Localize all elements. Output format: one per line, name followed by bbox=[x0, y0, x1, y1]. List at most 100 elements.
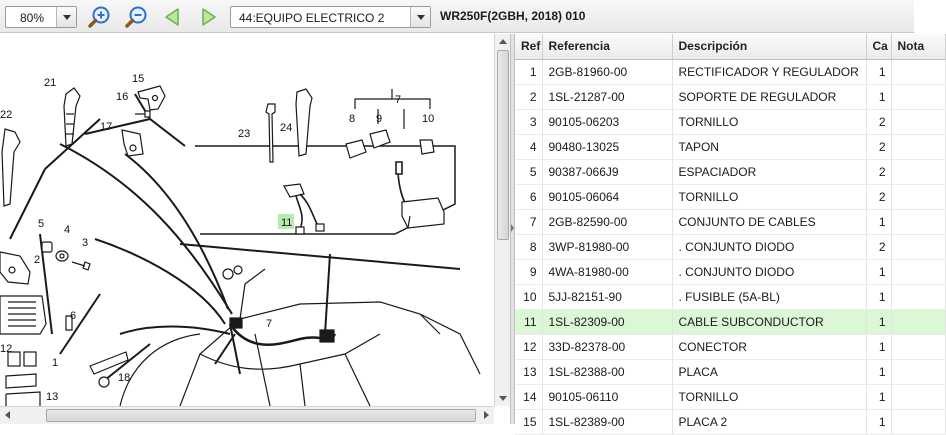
diagram-vertical-scrollbar[interactable] bbox=[494, 34, 510, 406]
column-header-description[interactable]: Descripción bbox=[672, 34, 867, 60]
row-part-number: 3WP-81980-00 bbox=[542, 234, 673, 260]
row-part-number: 1SL-82309-00 bbox=[542, 309, 673, 335]
callout-15[interactable]: 15 bbox=[132, 73, 144, 85]
row-description: TORNILLO bbox=[672, 384, 867, 410]
row-notes bbox=[891, 109, 946, 135]
scroll-right-icon[interactable] bbox=[478, 407, 494, 423]
chevron-down-icon[interactable] bbox=[410, 7, 430, 27]
scroll-down-icon[interactable] bbox=[495, 390, 511, 406]
callout-2[interactable]: 2 bbox=[34, 254, 40, 266]
row-quantity: 2 bbox=[866, 134, 892, 160]
callout-3[interactable]: 3 bbox=[82, 237, 88, 249]
row-part-number: 90105-06064 bbox=[542, 184, 673, 210]
row-notes bbox=[891, 184, 946, 210]
callout-7b[interactable]: 7 bbox=[266, 318, 272, 330]
row-description: . CONJUNTO DIODO bbox=[672, 234, 867, 260]
row-description: ESPACIADOR bbox=[672, 159, 867, 185]
callout-6[interactable]: 6 bbox=[70, 310, 76, 322]
scroll-up-icon[interactable] bbox=[495, 34, 511, 50]
zoom-in-button[interactable] bbox=[87, 5, 113, 29]
callout-23[interactable]: 23 bbox=[238, 128, 250, 140]
row-part-number: 1SL-82388-00 bbox=[542, 359, 673, 385]
callout-24[interactable]: 24 bbox=[280, 122, 292, 134]
parts-diagram-drawing: 21 22 15 16 17 23 24 7 8 9 10 11 5 4 3 2… bbox=[0, 73, 481, 407]
row-quantity: 1 bbox=[866, 284, 892, 310]
pane-splitter[interactable] bbox=[510, 34, 515, 424]
row-notes bbox=[891, 209, 946, 235]
row-part-number: 1SL-82389-00 bbox=[542, 409, 673, 435]
row-ref-number: 13 bbox=[515, 359, 543, 385]
row-quantity: 1 bbox=[866, 334, 892, 360]
scroll-left-icon[interactable] bbox=[0, 407, 16, 423]
callout-10[interactable]: 10 bbox=[422, 113, 434, 125]
chevron-down-icon[interactable] bbox=[56, 7, 76, 27]
vertical-scroll-thumb[interactable] bbox=[497, 50, 509, 240]
row-notes bbox=[891, 159, 946, 185]
row-part-number: 2GB-81960-00 bbox=[542, 59, 673, 85]
previous-button[interactable] bbox=[160, 5, 186, 29]
callout-5[interactable]: 5 bbox=[38, 218, 44, 230]
callout-11[interactable]: 11 bbox=[281, 217, 292, 229]
column-header-reference[interactable]: Referencia bbox=[542, 34, 673, 60]
zoom-out-button[interactable] bbox=[124, 5, 150, 29]
callout-22[interactable]: 22 bbox=[0, 109, 12, 121]
horizontal-scroll-thumb[interactable] bbox=[46, 409, 476, 422]
zoom-level-select[interactable]: 80% bbox=[5, 6, 77, 28]
callout-13[interactable]: 13 bbox=[46, 391, 58, 403]
callout-9[interactable]: 9 bbox=[376, 113, 382, 125]
toolbar: 80% 44:EQUIPO ELECTRICO 2 WR250F(2GBH, 2… bbox=[0, 0, 914, 33]
row-notes bbox=[891, 334, 946, 360]
row-notes bbox=[891, 384, 946, 410]
row-quantity: 1 bbox=[866, 409, 892, 435]
column-header-quantity[interactable]: Ca bbox=[866, 34, 892, 60]
row-part-number: 90105-06110 bbox=[542, 384, 673, 410]
diagram-horizontal-scrollbar[interactable] bbox=[0, 406, 494, 424]
callout-16[interactable]: 16 bbox=[116, 91, 128, 103]
row-description: SOPORTE DE REGULADOR bbox=[672, 84, 867, 110]
zoom-in-icon bbox=[88, 6, 110, 28]
row-description: CONJUNTO DE CABLES bbox=[672, 209, 867, 235]
column-header-ref[interactable]: Ref bbox=[515, 34, 543, 60]
callout-4[interactable]: 4 bbox=[64, 224, 70, 236]
callout-12[interactable]: 12 bbox=[0, 343, 12, 355]
callout-8[interactable]: 8 bbox=[349, 113, 355, 125]
row-ref-number: 7 bbox=[515, 209, 543, 235]
next-button[interactable] bbox=[195, 5, 221, 29]
callout-17[interactable]: 17 bbox=[100, 121, 112, 133]
row-quantity: 2 bbox=[866, 159, 892, 185]
row-ref-number: 15 bbox=[515, 409, 543, 435]
row-quantity: 1 bbox=[866, 309, 892, 335]
row-ref-number: 8 bbox=[515, 234, 543, 260]
row-notes bbox=[891, 409, 946, 435]
row-description: TAPON bbox=[672, 134, 867, 160]
row-part-number: 4WA-81980-00 bbox=[542, 259, 673, 285]
row-ref-number: 5 bbox=[515, 159, 543, 185]
row-quantity: 2 bbox=[866, 234, 892, 260]
column-header-notes[interactable]: Nota bbox=[891, 34, 946, 60]
exploded-diagram[interactable]: 21 22 15 16 17 23 24 7 8 9 10 11 5 4 3 2… bbox=[0, 34, 494, 407]
row-quantity: 1 bbox=[866, 259, 892, 285]
callout-21[interactable]: 21 bbox=[44, 77, 56, 89]
row-part-number: 2GB-82590-00 bbox=[542, 209, 673, 235]
callout-1[interactable]: 1 bbox=[52, 357, 58, 369]
row-quantity: 1 bbox=[866, 209, 892, 235]
callout-7[interactable]: 7 bbox=[395, 94, 401, 106]
callout-18[interactable]: 18 bbox=[118, 372, 130, 384]
section-select[interactable]: 44:EQUIPO ELECTRICO 2 bbox=[230, 6, 431, 28]
